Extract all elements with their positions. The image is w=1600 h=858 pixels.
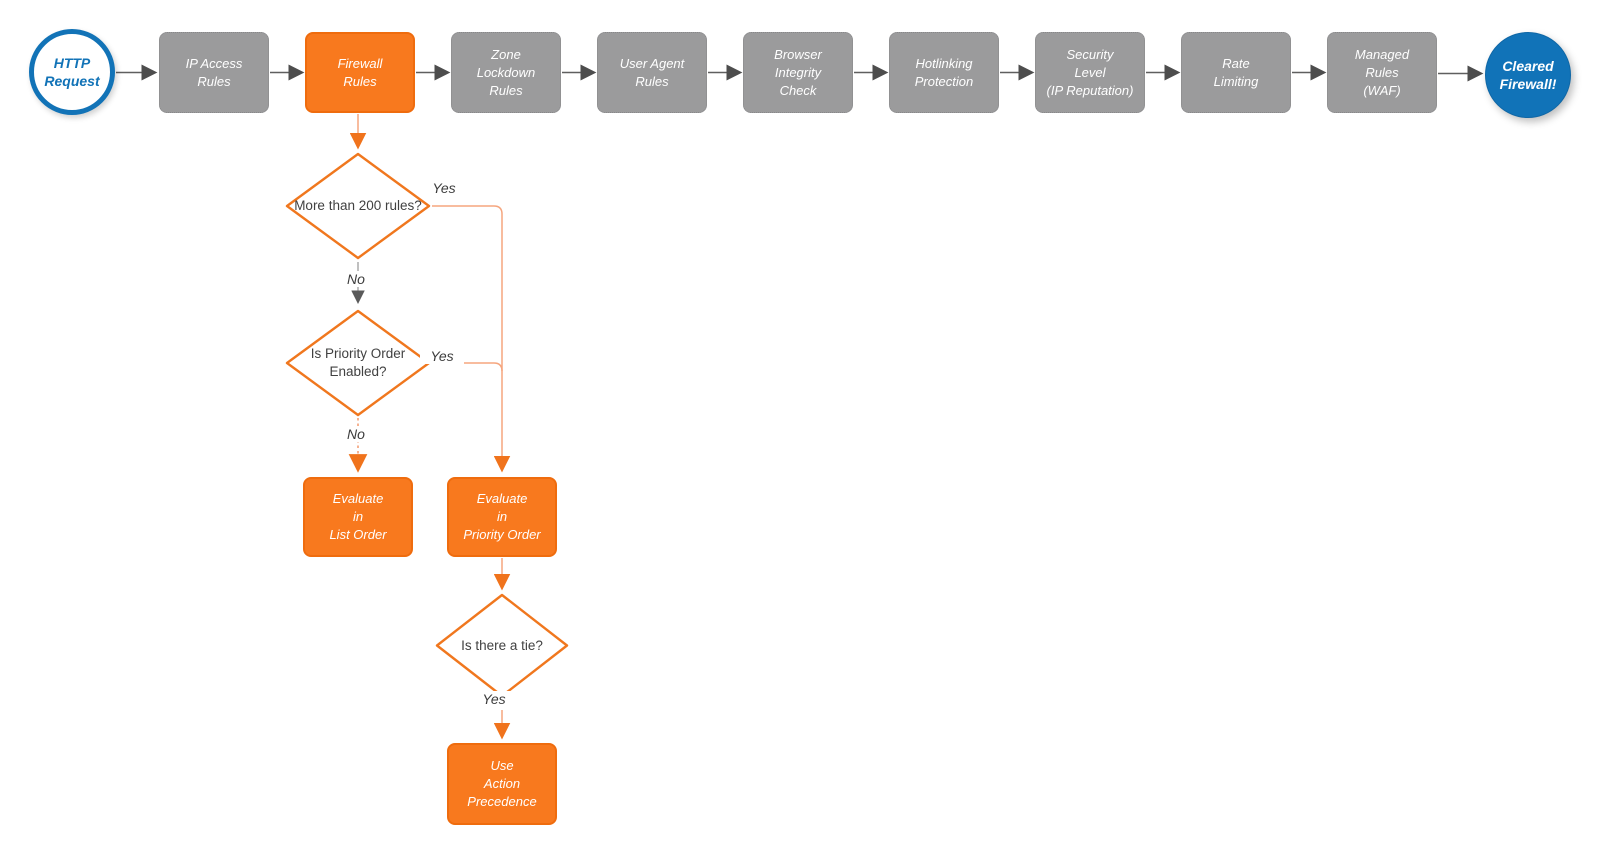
node-label-line: Rules xyxy=(489,82,523,98)
node-label-line: Firewall! xyxy=(1499,76,1557,92)
node-label-line: Zone xyxy=(491,46,521,62)
node-label-line: Rules xyxy=(197,73,231,89)
node-http-request: HTTP Request xyxy=(29,29,115,115)
decision-text: Is Priority Order Enabled? xyxy=(285,345,431,381)
decision-text: More than 200 rules? xyxy=(294,197,422,215)
node-label-line: Evaluate xyxy=(332,491,384,506)
node-label-line: Lockdown xyxy=(476,64,536,80)
node-label-line: Check xyxy=(779,82,817,98)
node-cleared-firewall: Cleared Firewall! xyxy=(1485,32,1571,118)
node-label-line: (IP Reputation) xyxy=(1046,82,1134,98)
node-label-line: Rules xyxy=(635,73,669,89)
decision-more-than-200-rules: More than 200 rules? xyxy=(285,152,431,260)
diamond-shape xyxy=(285,152,431,260)
edge-label-yes-tie: Yes xyxy=(472,691,516,707)
node-label-line: in xyxy=(352,509,364,524)
connector-decision-200-yes xyxy=(432,205,511,473)
decision-is-there-a-tie: Is there a tie? xyxy=(435,593,569,698)
node-label-line: in xyxy=(496,509,508,524)
decision-text-line: More than xyxy=(294,198,355,213)
node-label-line: Use xyxy=(490,758,514,773)
node-label-line: Limiting xyxy=(1213,73,1259,89)
edge-label-no-priority-enabled: No xyxy=(334,426,378,442)
decision-text-line: 200 rules? xyxy=(358,198,422,213)
node-firewall-rules: Firewall Rules xyxy=(305,32,415,113)
edge-label-yes-priority-enabled: Yes xyxy=(420,348,464,364)
edge-label-yes-more-than-200: Yes xyxy=(432,180,456,196)
node-label-line: Request xyxy=(44,73,100,89)
node-user-agent-rules: User Agent Rules xyxy=(597,32,707,113)
decision-text-line: Priority Order xyxy=(325,346,406,361)
node-label-line: Browser xyxy=(774,46,822,62)
decision-text-line: Is there a tie? xyxy=(461,637,543,653)
node-managed-rules-waf: Managed Rules (WAF) xyxy=(1327,32,1437,113)
decision-text-line: Is xyxy=(310,346,322,361)
diamond-shape xyxy=(285,309,431,417)
decision-text: Is there a tie? xyxy=(461,637,543,655)
node-label-line: Protection xyxy=(914,73,974,89)
node-label-line: Rules xyxy=(343,73,377,89)
node-label-line: Hotlinking xyxy=(915,55,973,71)
node-label-line: Level xyxy=(1074,64,1106,80)
node-label-line: List Order xyxy=(329,527,387,542)
node-label-line: Managed xyxy=(1354,46,1410,62)
decision-priority-order-enabled: Is Priority Order Enabled? xyxy=(285,309,431,417)
node-label-line: IP Access xyxy=(185,55,243,71)
decision-text-line: Enabled? xyxy=(329,364,387,379)
connector-decision-priority-yes xyxy=(432,362,503,372)
node-label-line: Integrity xyxy=(774,64,822,80)
node-evaluate-in-list-order: Evaluate in List Order xyxy=(303,477,413,557)
node-label-line: Rules xyxy=(1365,64,1399,80)
node-label-line: User Agent xyxy=(619,55,685,71)
node-hotlinking-protection: Hotlinking Protection xyxy=(889,32,999,113)
node-label-line: Firewall xyxy=(337,55,383,71)
node-label-line: (WAF) xyxy=(1363,82,1401,98)
node-label-line: Security xyxy=(1066,46,1114,62)
node-label-line: Action xyxy=(483,776,521,791)
node-use-action-precedence: Use Action Precedence xyxy=(447,743,557,825)
edge-label-no-more-than-200: No xyxy=(334,271,378,287)
node-label-line: Rate xyxy=(1222,55,1250,71)
node-evaluate-in-priority-order: Evaluate in Priority Order xyxy=(447,477,557,557)
node-label-line: Evaluate xyxy=(476,491,528,506)
node-label-line: HTTP xyxy=(53,55,91,71)
node-zone-lockdown-rules: Zone Lockdown Rules xyxy=(451,32,561,113)
node-label-line: Priority Order xyxy=(463,527,541,542)
node-rate-limiting: Rate Limiting xyxy=(1181,32,1291,113)
node-label-line: Precedence xyxy=(467,794,537,809)
node-security-level: Security Level (IP Reputation) xyxy=(1035,32,1145,113)
node-browser-integrity-check: Browser Integrity Check xyxy=(743,32,853,113)
node-label-line: Cleared xyxy=(1502,58,1554,74)
node-ip-access-rules: IP Access Rules xyxy=(159,32,269,113)
